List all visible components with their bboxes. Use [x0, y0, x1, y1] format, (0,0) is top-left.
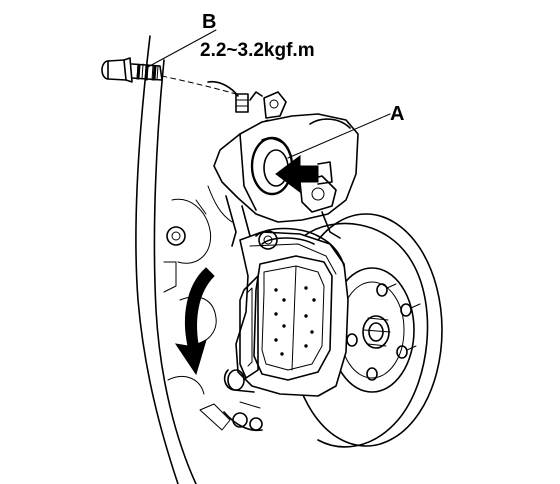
- suspension-knuckle: [135, 35, 263, 484]
- pad-lining-texture: [274, 286, 316, 356]
- callout-a-label: A: [390, 103, 404, 125]
- bleeder-screw-icon: [235, 93, 249, 113]
- brake-pad-outer: [253, 255, 333, 381]
- brake-pad-inner: [239, 275, 259, 379]
- callout-b-label: B: [202, 11, 216, 33]
- pad-retainer-clip: [255, 227, 345, 267]
- torque-spec-label: 2.2~3.2kgf.m: [200, 40, 315, 61]
- brake-hose: [161, 75, 239, 97]
- arrow-into-piston-icon: [275, 155, 333, 193]
- flange-bolt-icon: [101, 57, 163, 83]
- callout-leaders: [145, 29, 391, 159]
- hub-nut-icon: [362, 315, 391, 349]
- curved-pivot-arrow-icon: [174, 267, 215, 376]
- wheel-stud-icon: [346, 283, 421, 381]
